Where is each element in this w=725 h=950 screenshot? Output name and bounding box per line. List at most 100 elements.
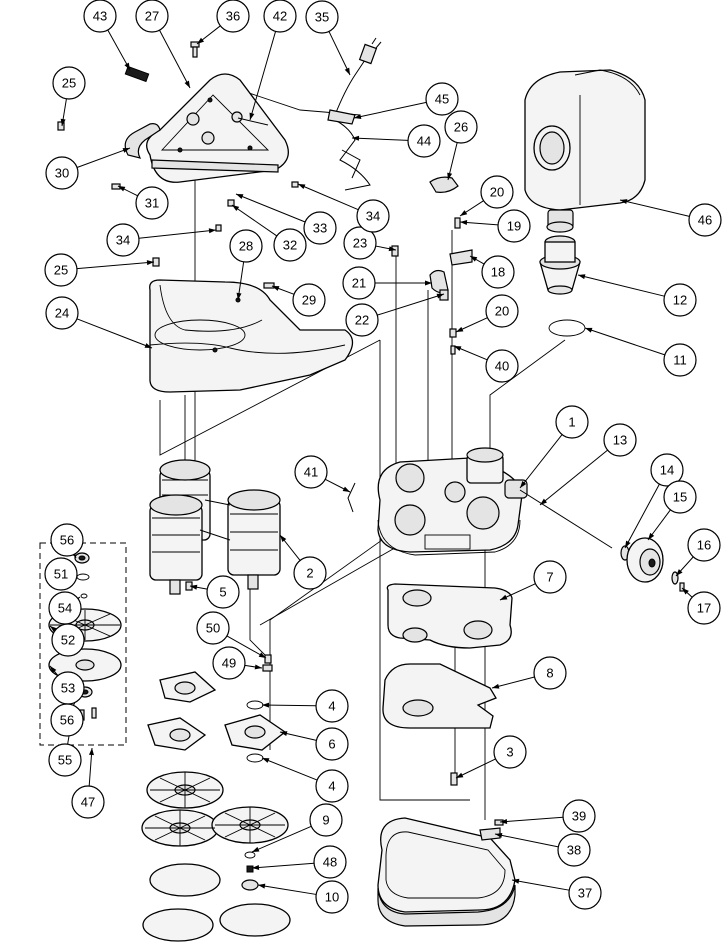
callout-arrow-29 xyxy=(272,286,280,291)
callout-18: 18 xyxy=(481,255,515,289)
ring-upper xyxy=(246,700,264,710)
callout-number: 41 xyxy=(304,465,318,480)
vacuum-bag xyxy=(524,69,646,233)
callout-number: 46 xyxy=(698,213,712,228)
callout-24: 24 xyxy=(45,296,79,330)
callout-number: 18 xyxy=(491,265,505,280)
callout-11: 11 xyxy=(663,343,697,377)
callout-29: 29 xyxy=(292,283,326,317)
callout-number: 55 xyxy=(58,753,72,768)
callout-bubble xyxy=(650,453,684,487)
callout-number: 13 xyxy=(613,433,627,448)
callout-arrow-1 xyxy=(520,480,527,488)
callout-arrow-42 xyxy=(249,112,255,120)
callout-arrow-32 xyxy=(232,205,240,212)
callout-arrow-46 xyxy=(620,199,628,205)
callout-1: 1 xyxy=(555,405,589,439)
callout-leader-24 xyxy=(76,318,153,349)
callout-44: 44 xyxy=(407,124,441,158)
axle-shaft xyxy=(519,489,613,549)
wheel-screw xyxy=(679,582,685,592)
callout-leader-4 xyxy=(261,757,318,781)
callout-bubble xyxy=(52,66,86,100)
callout-leader-8 xyxy=(491,676,535,689)
callout-23: 23 xyxy=(343,226,377,260)
callout-54: 54 xyxy=(48,591,82,625)
callout-50: 50 xyxy=(196,611,230,645)
callout-bubble xyxy=(663,283,697,317)
floor-pads xyxy=(142,863,291,942)
callout-number: 6 xyxy=(328,737,335,752)
callout-34: 34 xyxy=(106,223,140,257)
callout-bubble xyxy=(83,0,117,33)
callout-arrow-10 xyxy=(258,883,266,889)
callout-49: 49 xyxy=(212,646,246,680)
callout-41: 41 xyxy=(294,455,328,489)
callout-bubble xyxy=(273,228,307,262)
callout-number: 22 xyxy=(355,313,369,328)
callout-arrow-18 xyxy=(470,256,478,262)
callout-40: 40 xyxy=(485,349,519,383)
callout-bubble xyxy=(663,480,697,514)
callout-bubble xyxy=(485,294,519,328)
callout-number: 34 xyxy=(366,209,380,224)
callout-leader-37 xyxy=(511,879,570,891)
callout-number: 34 xyxy=(116,233,130,248)
callout-number: 29 xyxy=(302,293,316,308)
callout-51: 51 xyxy=(44,557,78,591)
callout-17: 17 xyxy=(687,591,721,625)
callout-number: 4 xyxy=(328,699,335,714)
callout-arrow-11 xyxy=(585,327,593,333)
callout-leader-25 xyxy=(76,261,155,270)
callout-arrow-39 xyxy=(500,818,508,824)
callout-leader-22 xyxy=(377,293,445,316)
callout-8: 8 xyxy=(533,656,567,690)
callout-25: 25 xyxy=(44,253,78,287)
callout-leader-1 xyxy=(519,434,563,489)
callout-number: 17 xyxy=(697,601,711,616)
callout-7: 7 xyxy=(533,560,567,594)
callout-number: 7 xyxy=(546,570,553,585)
callout-arrow-40 xyxy=(454,346,462,351)
callout-35: 35 xyxy=(305,0,339,34)
cord-hook xyxy=(124,123,161,159)
small-ring xyxy=(244,851,256,859)
callout-30: 30 xyxy=(45,156,79,190)
base-screw xyxy=(450,772,458,786)
callout-number: 48 xyxy=(323,855,337,870)
callout-arrow-41 xyxy=(342,486,350,492)
callout-arrow-23 xyxy=(388,246,396,252)
callout-arrow-15 xyxy=(648,532,655,540)
mounting-plate-7 xyxy=(386,583,513,649)
callout-arrow-45 xyxy=(354,114,362,119)
callout-bubble xyxy=(106,223,140,257)
callout-bubble xyxy=(533,656,567,690)
callout-bubble xyxy=(229,229,263,263)
callout-number: 25 xyxy=(54,263,68,278)
callout-bubble xyxy=(263,0,297,33)
callout-arrow-7 xyxy=(500,594,508,600)
callout-leader-48 xyxy=(251,862,315,869)
callout-leaders xyxy=(49,25,694,895)
callout-bubble xyxy=(688,203,722,237)
callout-arrow-6 xyxy=(280,731,288,737)
callout-bubble xyxy=(603,423,637,457)
callout-28: 28 xyxy=(229,229,263,263)
callout-arrow-13 xyxy=(540,498,548,505)
callout-number: 1 xyxy=(568,415,575,430)
callout-number: 23 xyxy=(353,236,367,251)
callout-bubble xyxy=(481,255,515,289)
callout-bubble xyxy=(315,727,349,761)
callout-number: 27 xyxy=(145,9,159,24)
callout-bubble xyxy=(497,209,531,243)
callout-arrow-9 xyxy=(252,846,260,852)
callout-leader-11 xyxy=(584,327,665,356)
skirt-screw xyxy=(494,819,504,826)
callout-number: 24 xyxy=(55,306,69,321)
callout-leader-35 xyxy=(328,31,351,76)
callout-number: 12 xyxy=(673,293,687,308)
o-ring xyxy=(548,319,586,337)
callout-bubble xyxy=(50,703,84,737)
callout-arrow-26 xyxy=(447,172,453,180)
mounting-plate-8 xyxy=(382,663,497,729)
